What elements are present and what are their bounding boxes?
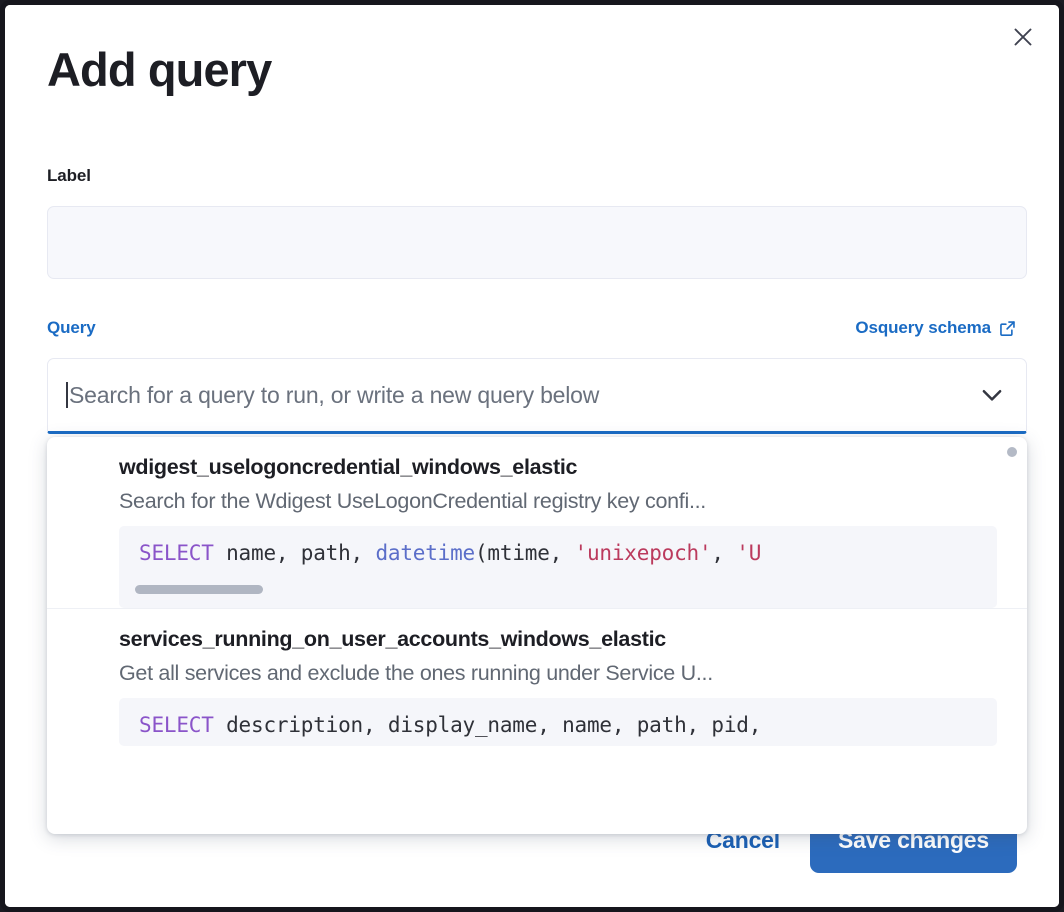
list-item[interactable]: wdigest_uselogoncredential_windows_elast… [47,437,1027,608]
query-combobox-placeholder: Search for a query to run, or write a ne… [69,381,600,408]
suggestion-code-block[interactable]: SELECT name, path, datetime(mtime, 'unix… [119,526,997,608]
query-field-label: Query [47,318,96,337]
external-link-icon [998,318,1017,338]
code-horizontal-scrollbar[interactable] [135,585,263,594]
suggestion-description: Search for the Wdigest UseLogonCredentia… [119,489,706,513]
sql-code: SELECT name, path, datetime(mtime, 'unix… [139,541,762,565]
chevron-down-icon[interactable] [972,375,1012,415]
list-item[interactable]: services_running_on_user_accounts_window… [47,608,1027,746]
label-input[interactable] [47,206,1027,279]
suggestion-title: services_running_on_user_accounts_window… [119,627,666,651]
suggestion-code-block[interactable]: SELECT description, display_name, name, … [119,698,997,746]
text-cursor [66,382,68,408]
close-icon [1011,25,1035,49]
sql-code: SELECT description, display_name, name, … [139,713,762,737]
osquery-schema-link[interactable]: Osquery schema [855,318,1017,338]
query-combobox[interactable]: Search for a query to run, or write a ne… [47,358,1027,434]
close-button[interactable] [1003,17,1043,57]
page-title: Add query [47,43,272,96]
osquery-schema-link-label: Osquery schema [855,318,991,337]
suggestion-description: Get all services and exclude the ones ru… [119,661,713,685]
query-suggestions-dropdown[interactable]: wdigest_uselogoncredential_windows_elast… [47,437,1027,834]
dropdown-scrollbar[interactable] [1007,447,1017,457]
modal-header: Add query [47,45,1017,95]
label-field-label: Label [47,166,91,185]
add-query-modal: Add query Label Query Osquery schema Sea… [5,5,1059,907]
suggestion-title: wdigest_uselogoncredential_windows_elast… [119,455,578,479]
